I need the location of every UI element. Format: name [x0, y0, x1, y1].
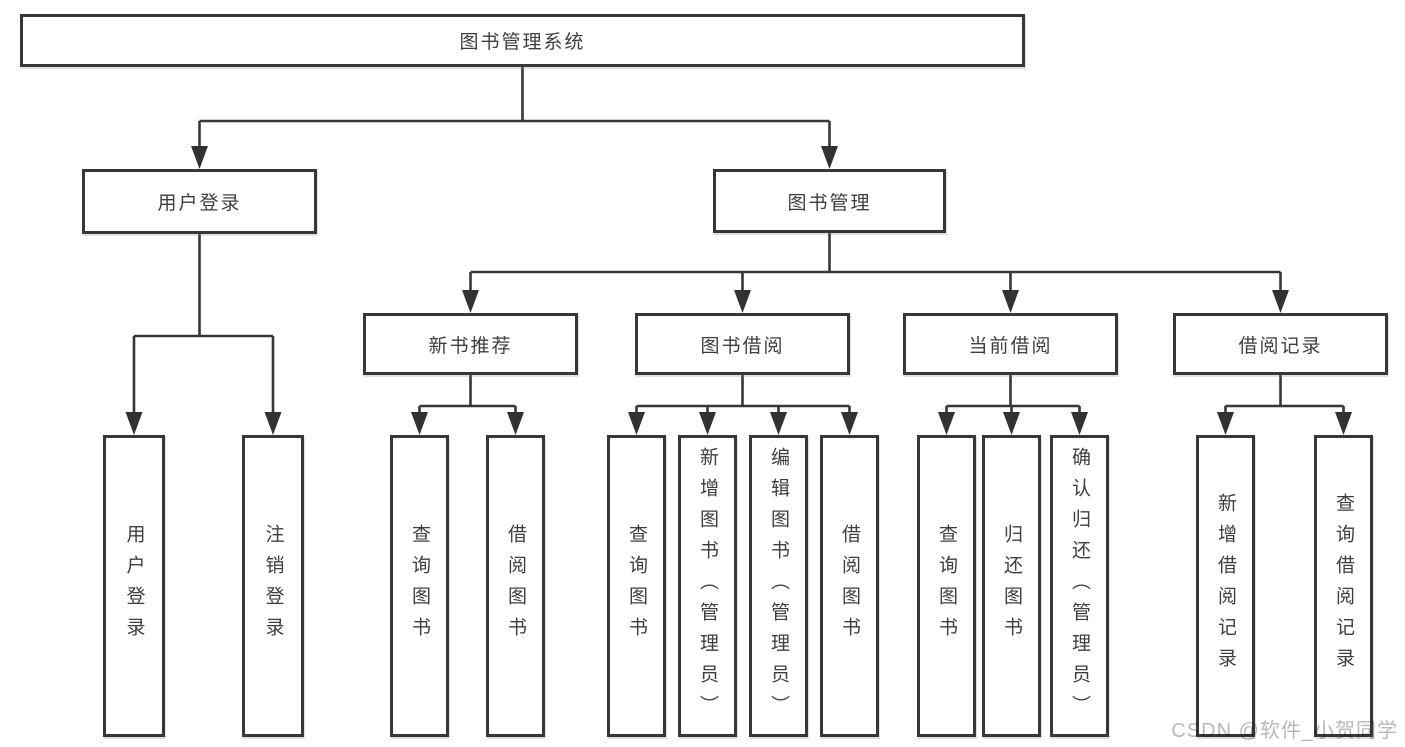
connector-login-to-leaves	[132, 234, 275, 413]
arrowhead-g2-leaf-1	[1003, 412, 1020, 435]
node-user-login-label: 用户登录	[157, 193, 242, 214]
arrowhead-group-3	[1272, 290, 1289, 313]
leaf-add-borrow-record-label: 新增借阅记录	[1215, 493, 1236, 679]
node-current-borrow-label: 当前借阅	[968, 335, 1053, 357]
leaf-borrow-books-label: 借阅图书	[839, 524, 860, 648]
leaf-query-borrow-record: 查询借阅记录	[1314, 435, 1373, 737]
arrowhead-g3-leaf-1	[1335, 412, 1352, 435]
leaf-recommend-borrow-books-label: 借阅图书	[505, 524, 526, 648]
leaf-borrow-books: 借阅图书	[820, 435, 879, 737]
node-book-borrow-label: 图书借阅	[700, 335, 785, 357]
leaf-return-books: 归还图书	[982, 435, 1041, 737]
node-book-management-branch: 图书管理	[713, 169, 946, 233]
node-new-book-recommend-label: 新书推荐	[428, 335, 513, 357]
arrowhead-group-2	[1002, 290, 1019, 313]
leaf-return-books-label: 归还图书	[1001, 524, 1022, 648]
arrowhead-g1-leaf-2	[770, 412, 787, 435]
leaf-confirm-return-admin-label: 确认归还（管理员）	[1069, 446, 1090, 726]
leaf-add-books-admin-label: 新增图书（管理员）	[697, 446, 718, 726]
leaf-user-login-label: 用户登录	[123, 524, 145, 648]
arrowhead-g2-leaf-0	[938, 412, 955, 435]
node-user-login-branch: 用户登录	[82, 169, 317, 234]
leaf-logout: 注销登录	[242, 435, 304, 737]
leaf-query-borrow-record-label: 查询借阅记录	[1333, 493, 1354, 679]
arrowhead-g0-leaf-0	[411, 412, 428, 435]
arrowhead-g1-leaf-0	[628, 412, 645, 435]
node-book-management-label: 图书管理	[787, 192, 872, 214]
arrowhead-g1-leaf-3	[841, 412, 858, 435]
leaf-add-borrow-record: 新增借阅记录	[1196, 435, 1255, 737]
node-root-label: 图书管理系统	[459, 32, 586, 53]
leaf-confirm-return-admin: 确认归还（管理员）	[1050, 435, 1109, 737]
arrowhead-group-0	[462, 290, 479, 313]
connector-group0-to-leaves	[418, 375, 517, 414]
connector-root-to-level2	[198, 67, 831, 147]
node-borrow-records-label: 借阅记录	[1238, 335, 1323, 357]
leaf-borrow-query-books-label: 查询图书	[626, 524, 647, 648]
leaf-borrow-query-books: 查询图书	[607, 435, 666, 737]
arrowhead-group-1	[734, 290, 751, 313]
leaf-edit-books-admin-label: 编辑图书（管理员）	[768, 446, 789, 726]
leaf-logout-label: 注销登录	[262, 524, 284, 648]
leaf-user-login: 用户登录	[103, 435, 165, 737]
node-new-book-recommend: 新书推荐	[363, 313, 578, 375]
leaf-current-query-books-label: 查询图书	[936, 524, 957, 648]
arrowhead-g0-leaf-1	[507, 412, 524, 435]
leaf-recommend-borrow-books: 借阅图书	[486, 435, 545, 737]
arrowhead-login	[191, 146, 208, 169]
arrowhead-g2-leaf-2	[1071, 412, 1088, 435]
arrowhead-mgmt	[821, 146, 838, 169]
connector-group2-to-leaves	[945, 375, 1081, 414]
node-borrow-records: 借阅记录	[1173, 313, 1388, 375]
node-current-borrow: 当前借阅	[903, 313, 1118, 375]
leaf-current-query-books: 查询图书	[917, 435, 976, 737]
node-root-system: 图书管理系统	[20, 14, 1025, 67]
leaf-edit-books-admin: 编辑图书（管理员）	[749, 435, 808, 737]
csdn-watermark: CSDN @软件_小贺同学	[1171, 720, 1398, 742]
connector-mgmt-to-level3	[469, 233, 1282, 291]
connector-group3-to-leaves	[1224, 375, 1345, 414]
arrowhead-login-leaf-1	[264, 412, 282, 435]
arrowhead-login-leaf-0	[125, 412, 143, 435]
node-book-borrow: 图书借阅	[635, 313, 850, 375]
arrowhead-g3-leaf-0	[1217, 412, 1234, 435]
leaf-recommend-query-books: 查询图书	[390, 435, 449, 737]
leaf-add-books-admin: 新增图书（管理员）	[678, 435, 737, 737]
connector-group1-to-leaves	[635, 375, 851, 414]
arrowhead-g1-leaf-1	[699, 412, 716, 435]
leaf-recommend-query-books-label: 查询图书	[409, 524, 430, 648]
